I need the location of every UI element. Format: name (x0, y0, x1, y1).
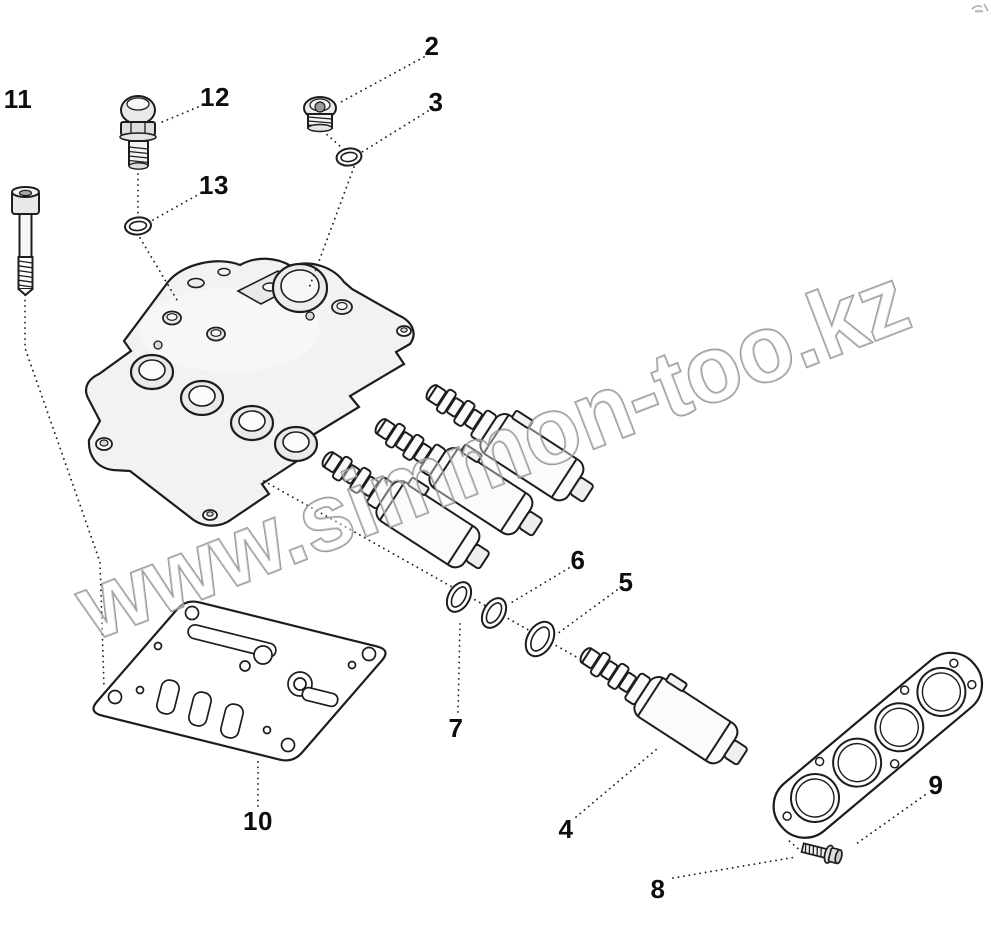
o-ring-6 (480, 597, 508, 629)
callout-7: 7 (448, 713, 464, 743)
callout-6: 6 (570, 545, 586, 575)
callout-2: 2 (424, 31, 440, 61)
solenoid-valve-4 (569, 626, 761, 778)
callout-11: 11 (3, 84, 33, 114)
sealing-plug (303, 96, 337, 133)
separator-plate (92, 600, 387, 762)
callout-13: 13 (199, 170, 229, 200)
callout-12: 12 (200, 82, 230, 112)
corner-artifact (971, 3, 989, 13)
callout-5: 5 (618, 567, 634, 597)
callout-8: 8 (650, 874, 666, 904)
callout-9: 9 (928, 770, 944, 800)
o-ring-7 (445, 581, 473, 613)
o-ring-5 (524, 620, 556, 658)
socket-bolt (11, 186, 40, 297)
callout-3: 3 (428, 87, 444, 117)
o-ring-13 (124, 216, 152, 236)
pressure-sensor (119, 95, 157, 170)
assembly-axis-lines (24, 130, 803, 853)
mounting-screw (800, 842, 843, 865)
callout-4: 4 (558, 814, 574, 844)
callout-leader-lines (152, 56, 926, 879)
valve-body (84, 257, 415, 527)
callout-10: 10 (243, 806, 273, 836)
manifold-gasket (772, 651, 984, 839)
o-ring-3 (335, 147, 363, 167)
